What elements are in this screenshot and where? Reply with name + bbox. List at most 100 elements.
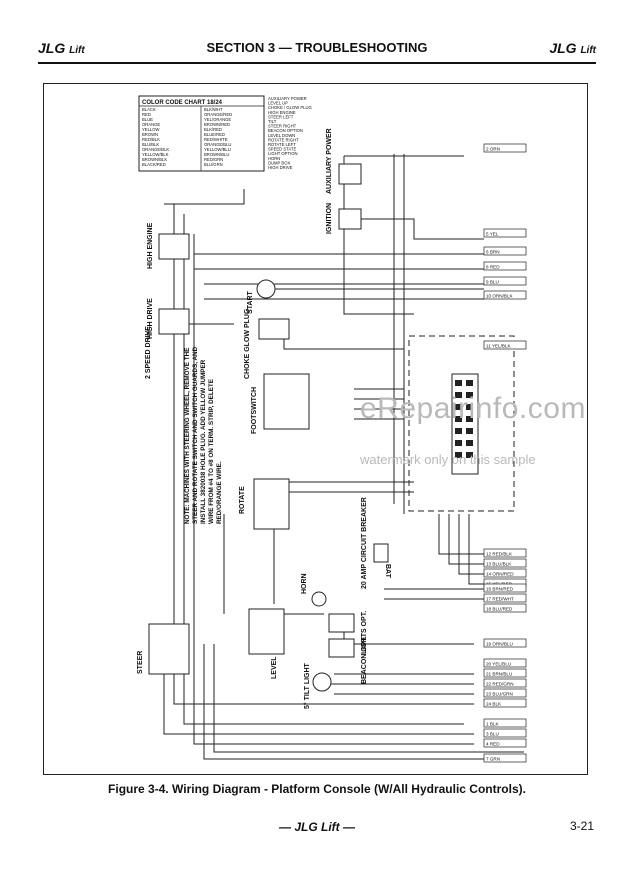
wire-tag-label: 17 RED/WHT — [486, 597, 514, 602]
wire-tag — [483, 698, 527, 708]
color-code-item: ORANGE/BLK — [142, 147, 169, 152]
wire-tag-label: 19 ORN/BLU — [486, 642, 513, 647]
label-two-speed: 2 SPEED DRIVE — [145, 326, 152, 379]
level-switch — [248, 608, 285, 655]
wire-tag-label: 16 BRN/RED — [486, 587, 514, 592]
wire-tag — [483, 658, 527, 668]
wire-tag-label: 11 YEL/BLK — [486, 344, 512, 349]
terminal-strip-terminals — [455, 380, 473, 458]
wire-tag-label: 13 BLU/BLK — [486, 562, 512, 567]
color-code-chart-box — [138, 95, 265, 172]
wire-tag — [483, 638, 527, 648]
label-bat: BAT — [384, 564, 391, 579]
label-lights: LIGHTS OPT. — [361, 611, 368, 654]
label-circuit-breaker: 20 AMP CIRCUIT BREAKER — [361, 497, 368, 589]
terminal — [466, 452, 473, 458]
start-switch — [256, 279, 276, 299]
wire-tag-label: 12 RED/BLK — [486, 552, 513, 557]
wire-tag-label: 14 ORN/RED — [486, 572, 514, 577]
color-code-function: HIGH ENGINE — [268, 110, 296, 115]
wiring-diagram: COLOR CODE CHART 18/24BLACKREDBLUEORANGE… — [137, 95, 527, 763]
wire-layer — [163, 154, 524, 760]
wire-tag-label: 1 BLK — [486, 722, 499, 727]
label-beacon: BEACON OPT. — [361, 636, 368, 684]
wire-tag — [483, 290, 527, 300]
label-steer: STEER — [137, 651, 144, 674]
terminal — [466, 392, 473, 398]
color-code-item: ORANGE — [142, 122, 160, 127]
wire — [203, 644, 524, 760]
wire-tag-label: 9 BLU — [486, 280, 499, 285]
color-code-item: BLU/GRN — [204, 162, 223, 167]
wire-tag-label: 20 YEL/BLU — [486, 662, 511, 667]
label-high-engine: HIGH ENGINE — [147, 222, 154, 269]
color-code-function: AUXILIARY POWER — [268, 96, 307, 101]
wire-tag — [483, 688, 527, 698]
header-rule — [38, 62, 596, 64]
watermark: eRepairinfo.com — [360, 392, 586, 425]
wire-tag-label: 10 ORN/BLK — [486, 294, 513, 299]
terminal — [455, 452, 462, 458]
wire-tag — [483, 246, 527, 256]
chart-rows: COLOR CODE CHART 18/24BLACKREDBLUEORANGE… — [142, 100, 232, 167]
color-code-item: YEL/ORANGE — [204, 117, 231, 122]
terminal — [455, 416, 462, 422]
wire-tag-label: 23 BLU/GRN — [486, 692, 513, 697]
color-code-item: RED/WHITE — [204, 137, 228, 142]
label-choke: CHOKE GLOW PLUG — [244, 308, 251, 379]
rotate-switch — [253, 478, 290, 530]
wire-tag — [483, 753, 527, 763]
footswitch — [263, 373, 310, 430]
terminal — [455, 380, 462, 386]
color-code-function: HORN — [268, 156, 280, 161]
wire-tag — [483, 668, 527, 678]
wire-tag-label: 21 BRN/BLU — [486, 672, 512, 677]
ignition-switch — [338, 208, 362, 230]
terminal — [466, 404, 473, 410]
wire-tag-label: 18 BLU/RED — [486, 607, 513, 612]
wire-tag — [483, 718, 527, 728]
wire — [164, 189, 245, 205]
color-code-function: LEVEL UP — [268, 101, 288, 106]
terminal — [455, 440, 462, 446]
color-code-title: COLOR CODE CHART 18/24 — [142, 100, 223, 106]
component-labels: AUXILIARY POWER IGNITION HIGH ENGINE HIG… — [137, 128, 391, 709]
color-code-item: YELLOW — [142, 127, 160, 132]
wire-tag-label: 6 BRN — [486, 250, 500, 255]
wire-tag-label: 5 YEL — [486, 232, 499, 237]
label-aux-power: AUXILIARY POWER — [326, 128, 333, 194]
color-code-item: BLUE — [142, 117, 153, 122]
wire-tag — [483, 728, 527, 738]
color-code-function: STEER RIGHT — [268, 124, 297, 129]
terminal — [455, 392, 462, 398]
color-code-item: BLK/WHT — [204, 107, 223, 112]
terminal-box — [408, 335, 515, 512]
color-code-function: LIGHT OPTION — [268, 151, 297, 156]
wire — [183, 214, 464, 725]
note-line: NOTE: MACHINES WITH STEERING WHEEL, REMO… — [184, 348, 191, 524]
wire — [213, 644, 524, 753]
wire — [193, 234, 474, 745]
label-high-drive: HIGH DRIVE — [147, 298, 154, 339]
page-number: 3-21 — [569, 819, 594, 833]
color-code-function: STEER LEFT — [268, 114, 294, 119]
color-code-item: BLU/BLK — [142, 142, 159, 147]
terminal — [466, 380, 473, 386]
color-code-function: BEACON OPTION — [268, 128, 303, 133]
footer-brand: — JLG Lift — — [279, 820, 355, 834]
color-code-item: BROWN/BLU — [204, 152, 229, 157]
color-code-item: BROWN/BLK — [142, 157, 167, 162]
color-code-item: RED/GRN — [204, 157, 223, 162]
lights-connector — [328, 613, 355, 633]
wire-tag-label: 2 ORN — [486, 147, 500, 152]
brand-right-sub: Lift — [580, 45, 596, 56]
color-code-function: DUMP BOX — [268, 160, 290, 165]
color-code-item: BLACK/RED — [142, 162, 166, 167]
color-code-item: BLACK — [142, 107, 156, 112]
header-brand-left: JLG Lift — [38, 40, 85, 56]
high-drive-switch — [158, 308, 190, 335]
wire-tag-label: 22 RED/GRN — [486, 682, 514, 687]
terminal — [466, 416, 473, 422]
